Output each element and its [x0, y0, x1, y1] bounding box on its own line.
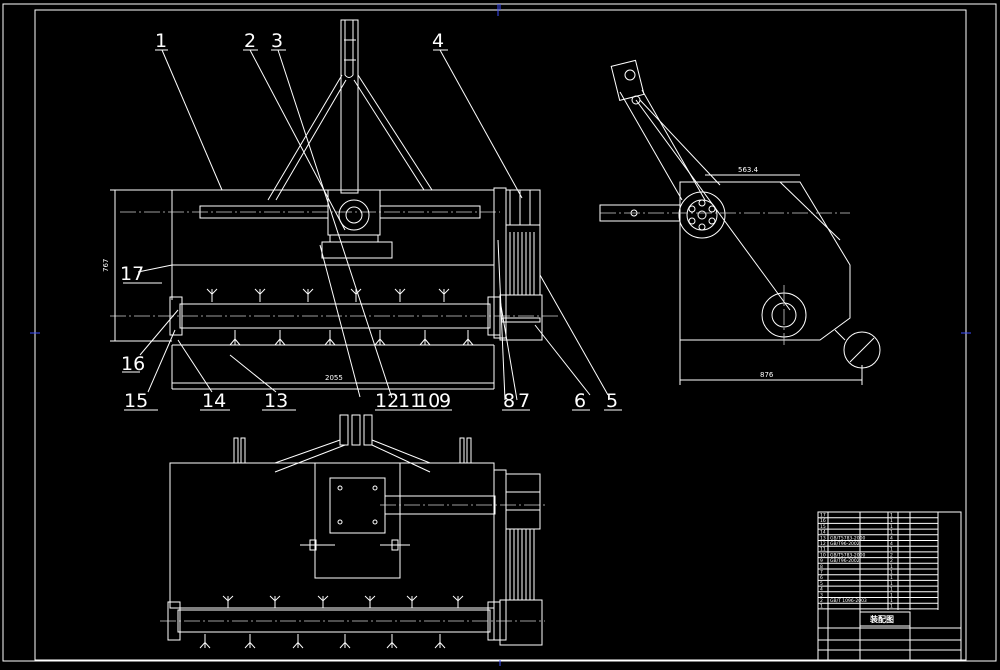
leader-lines [122, 49, 622, 411]
part-label-2: 2 [244, 30, 256, 52]
title-block-cell: 15 [820, 524, 826, 530]
title-block-cell: 1 [890, 518, 893, 524]
part-label-15: 15 [124, 390, 148, 412]
flail-blade [350, 288, 362, 302]
title-block-cell: 4 [890, 541, 893, 547]
part-label-9: 9 [439, 390, 451, 412]
flail-blade [386, 634, 398, 649]
flail-blade [244, 634, 256, 649]
title-block-cell: 11 [820, 547, 826, 553]
flail-blade [324, 330, 336, 346]
title-block-cell: 6 [820, 575, 823, 581]
flail-blade [199, 634, 211, 649]
title-block-cell: 1 [890, 575, 893, 581]
title-block-cell: 2 [890, 552, 893, 558]
flail-blade [302, 288, 314, 302]
title-block-cell: GB/T 1096-2003 [830, 598, 867, 604]
title-block-cell: 12 [820, 541, 826, 547]
part-label-11: 11 [398, 390, 422, 412]
part-label-7: 7 [518, 390, 530, 412]
flail-blade [462, 330, 474, 346]
dim-side-top: 563.4 [738, 166, 759, 174]
flail-blade [206, 288, 218, 302]
flail-blade [434, 634, 446, 649]
title-block-cell: 2 [890, 558, 893, 564]
flail-blade [254, 288, 266, 302]
title-block-cell: 16 [820, 518, 826, 524]
top-view [160, 414, 545, 646]
title-block-cell: 1 [890, 592, 893, 598]
part-label-14: 14 [202, 390, 226, 412]
part-label-6: 6 [574, 390, 586, 412]
flail-blade [274, 330, 286, 346]
title-block-cell: 1 [890, 524, 893, 530]
title-block-cell: 1 [820, 604, 823, 610]
title-block-cell: 1 [890, 581, 893, 587]
title-block-cell: 5 [820, 581, 823, 587]
title-block-cell: 2 [820, 598, 823, 604]
flail-blade [364, 595, 376, 608]
title-block-title: 装配图 [869, 614, 894, 624]
title-block-cell: GB/T5783-2000 [830, 535, 866, 541]
dim-front-width: 2055 [325, 374, 343, 382]
part-label-17: 17 [120, 263, 144, 285]
centering-marks [30, 4, 971, 666]
flail-blade [269, 595, 281, 608]
title-block-cell: 1 [890, 513, 893, 519]
flail-blades [199, 288, 474, 649]
title-block-cell: 1 [890, 547, 893, 553]
flail-blade [292, 634, 304, 649]
title-block-cell: 8 [820, 564, 823, 570]
part-label-16: 16 [121, 353, 145, 375]
dim-side-width: 876 [760, 371, 774, 379]
title-block-cell: 7 [820, 570, 823, 576]
title-block-cell: 14 [820, 530, 826, 536]
flail-blade [317, 595, 329, 608]
title-block-cell: GB/T96-2002 [830, 541, 860, 547]
flail-blade [452, 595, 464, 608]
title-block-cell: GB/T96-2002 [830, 558, 860, 564]
title-block-cell: 1 [890, 587, 893, 593]
side-view [599, 59, 881, 385]
title-block-cell: 1 [890, 604, 893, 610]
flail-blade [229, 330, 241, 346]
part-label-4: 4 [432, 30, 444, 52]
title-block-cell: 10 [820, 552, 826, 558]
title-block-cell: 1 [890, 530, 893, 536]
title-block-cell: 1 [890, 570, 893, 576]
flail-blade [406, 595, 418, 608]
flail-blade [394, 288, 406, 302]
flail-blade [339, 634, 351, 649]
flail-blade [438, 288, 450, 302]
title-block-cell: 3 [820, 592, 823, 598]
flail-blade [419, 330, 431, 346]
title-block-cell: 17 [820, 513, 826, 519]
title-block-cell: 1 [890, 598, 893, 604]
part-label-10: 10 [416, 390, 440, 412]
part-label-5: 5 [606, 390, 618, 412]
title-block-cell: GB/T5783-2000 [830, 552, 866, 558]
title-block-cell: 13 [820, 535, 826, 541]
part-label-8: 8 [503, 390, 515, 412]
title-block-cell: 4 [890, 535, 893, 541]
part-label-12: 12 [375, 390, 399, 412]
part-label-3: 3 [271, 30, 283, 52]
flail-blade [374, 330, 386, 346]
title-block-cell: 9 [820, 558, 823, 564]
title-block-cell: 1 [890, 564, 893, 570]
dim-front-height: 767 [102, 259, 110, 272]
part-label-1: 1 [155, 30, 167, 52]
part-label-13: 13 [264, 390, 288, 412]
title-block-cell: 4 [820, 587, 823, 593]
part-numbers: 1 2 3 4 17 16 15 14 13 12 11 10 9 8 7 6 … [120, 30, 618, 412]
front-view [110, 19, 560, 390]
flail-blade [222, 595, 234, 608]
